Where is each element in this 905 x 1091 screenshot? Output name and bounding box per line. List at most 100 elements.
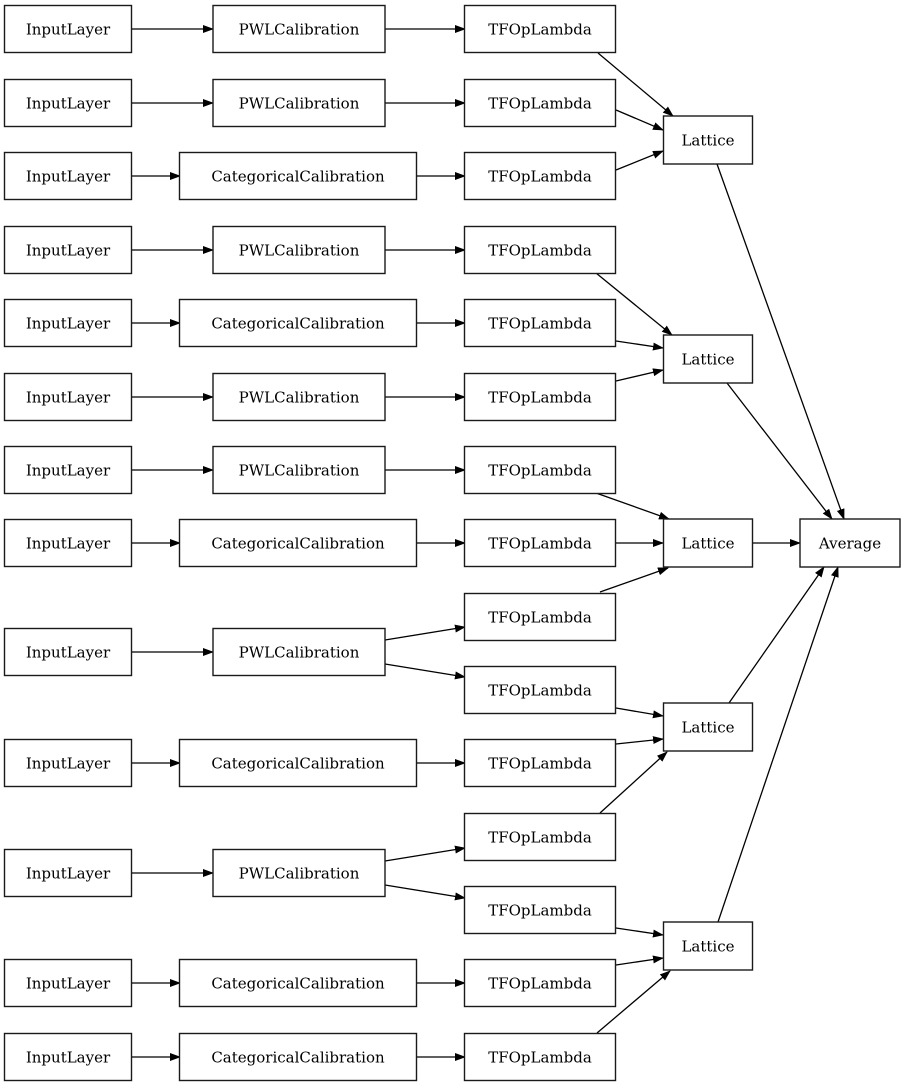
node-label-t4: TFOpLambda <box>488 242 592 260</box>
node-label-t12: TFOpLambda <box>488 829 592 847</box>
node-label-c5: CategoricalCalibration <box>211 315 385 333</box>
edge-c9-to-t9 <box>384 624 466 641</box>
node-box-il5 <box>3 298 133 348</box>
node-avg: Average <box>799 518 901 568</box>
node-c9: PWLCalibration <box>212 627 386 677</box>
edge-t9-to-lat3 <box>599 567 669 593</box>
edge-t2-to-lat1 <box>615 109 664 131</box>
node-c1: PWLCalibration <box>212 4 386 54</box>
node-lat1: Lattice <box>662 115 754 165</box>
node-label-il9: InputLayer <box>26 644 111 662</box>
node-box-c10 <box>178 738 418 788</box>
node-label-c13: CategoricalCalibration <box>211 1049 385 1067</box>
node-t6: TFOpLambda <box>463 372 617 422</box>
node-c2: PWLCalibration <box>212 78 386 128</box>
node-box-t2 <box>463 78 617 128</box>
node-label-t10: TFOpLambda <box>488 682 592 700</box>
edge-lat1-to-avg <box>716 163 845 520</box>
node-box-c5 <box>178 298 418 348</box>
node-label-t2: TFOpLambda <box>488 95 592 113</box>
node-box-avg <box>799 518 901 568</box>
node-box-c9 <box>212 627 386 677</box>
node-il3: InputLayer <box>3 151 133 201</box>
node-label-t7: TFOpLambda <box>488 462 592 480</box>
node-label-t6: TFOpLambda <box>488 389 592 407</box>
node-label-t5: TFOpLambda <box>488 315 592 333</box>
node-box-c8 <box>178 518 418 568</box>
node-label-il7: InputLayer <box>26 462 111 480</box>
node-box-c1 <box>212 4 386 54</box>
node-t14: TFOpLambda <box>463 958 617 1008</box>
node-box-c7 <box>212 445 386 495</box>
node-c13: CategoricalCalibration <box>178 1032 418 1082</box>
node-label-il11: InputLayer <box>26 865 111 883</box>
node-label-c7: PWLCalibration <box>239 462 360 480</box>
node-il9: InputLayer <box>3 627 133 677</box>
node-box-lat4 <box>662 702 754 752</box>
node-label-il8: InputLayer <box>26 535 111 553</box>
node-label-t1: TFOpLambda <box>488 21 592 39</box>
node-box-t4 <box>463 225 617 275</box>
node-box-t9 <box>463 592 617 642</box>
node-box-il12 <box>3 958 133 1008</box>
node-il4: InputLayer <box>3 225 133 275</box>
node-label-il4: InputLayer <box>26 242 111 260</box>
node-il10: InputLayer <box>3 738 133 788</box>
node-il1: InputLayer <box>3 4 133 54</box>
node-label-c3: CategoricalCalibration <box>211 168 385 186</box>
edge-t7-to-lat3 <box>595 492 670 520</box>
node-box-il10 <box>3 738 133 788</box>
node-t3: TFOpLambda <box>463 151 617 201</box>
node-box-c4 <box>212 225 386 275</box>
node-label-il10: InputLayer <box>26 755 111 773</box>
node-t1: TFOpLambda <box>463 4 617 54</box>
edge-c9-to-t10 <box>384 663 466 680</box>
node-lat3: Lattice <box>662 518 754 568</box>
node-label-il12: InputLayer <box>26 975 111 993</box>
node-label-avg: Average <box>818 535 881 553</box>
node-label-lat5: Lattice <box>681 938 734 956</box>
node-c6: PWLCalibration <box>212 372 386 422</box>
node-box-c2 <box>212 78 386 128</box>
node-box-lat1 <box>662 115 754 165</box>
edge-lat5-to-avg <box>717 566 839 923</box>
node-box-t11 <box>463 738 617 788</box>
node-t4: TFOpLambda <box>463 225 617 275</box>
edge-t3-to-lat1 <box>615 150 664 171</box>
node-label-c8: CategoricalCalibration <box>211 535 385 553</box>
node-box-t10 <box>463 665 617 715</box>
node-box-t12 <box>463 812 617 862</box>
node-box-t6 <box>463 372 617 422</box>
node-label-t14: TFOpLambda <box>488 975 592 993</box>
node-t11: TFOpLambda <box>463 738 617 788</box>
node-c11: PWLCalibration <box>212 848 386 898</box>
node-label-c9: PWLCalibration <box>239 644 360 662</box>
node-t7: TFOpLambda <box>463 445 617 495</box>
node-t9: TFOpLambda <box>463 592 617 642</box>
node-il12: InputLayer <box>3 958 133 1008</box>
node-c8: CategoricalCalibration <box>178 518 418 568</box>
edge-t14-to-lat5 <box>615 955 664 966</box>
node-label-il13: InputLayer <box>26 1049 111 1067</box>
node-box-c6 <box>212 372 386 422</box>
node-box-t13 <box>463 885 617 935</box>
node-lat4: Lattice <box>662 702 754 752</box>
node-label-il1: InputLayer <box>26 21 111 39</box>
node-label-lat1: Lattice <box>681 132 734 150</box>
node-label-c2: PWLCalibration <box>239 95 360 113</box>
node-c4: PWLCalibration <box>212 225 386 275</box>
node-label-t13: TFOpLambda <box>488 902 592 920</box>
node-c7: PWLCalibration <box>212 445 386 495</box>
node-box-t14 <box>463 958 617 1008</box>
edge-t13-to-lat5 <box>615 927 664 938</box>
node-box-c11 <box>212 848 386 898</box>
node-box-lat2 <box>662 334 754 384</box>
node-box-il2 <box>3 78 133 128</box>
edge-t15-to-lat5 <box>596 970 671 1034</box>
node-lat2: Lattice <box>662 334 754 384</box>
node-label-il6: InputLayer <box>26 389 111 407</box>
node-label-c6: PWLCalibration <box>239 389 360 407</box>
node-label-t15: TFOpLambda <box>488 1049 592 1067</box>
node-label-lat4: Lattice <box>681 719 734 737</box>
